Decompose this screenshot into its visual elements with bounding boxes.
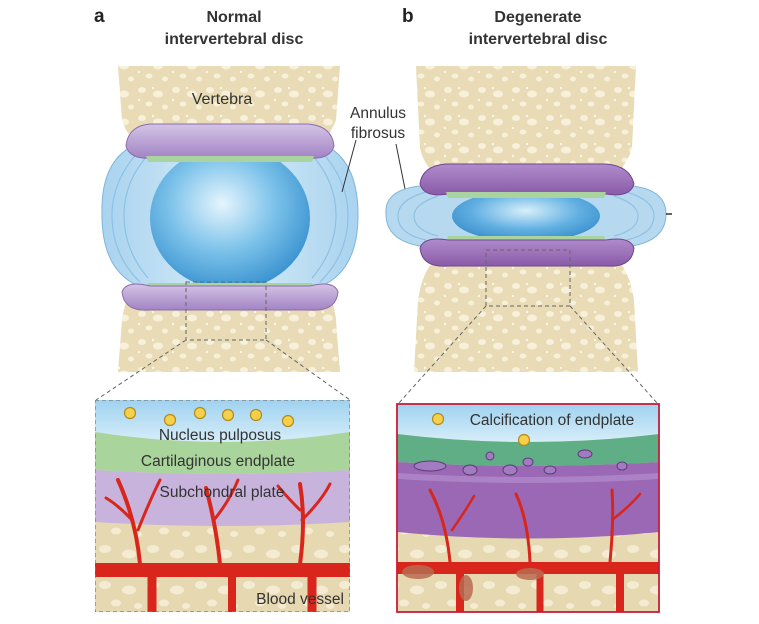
zoom-nucleus-a [95,400,350,442]
upper-endplate-b [419,163,635,196]
annulus-label-line1: Annulus [350,105,406,122]
panel-b-title-line1: Degenerate [494,9,581,26]
zoom-region-b [485,249,571,307]
annulus-lamellae-b [397,191,655,241]
nucleus-cells-a [123,406,295,428]
nucleus-pulposus-label: Nucleus pulposus [159,427,282,444]
cartilaginous-endplate-label: Cartilaginous endplate [141,453,295,470]
zoom-panel-b [397,404,659,612]
blood-vessel-label: Blood vessel [256,591,344,608]
upper-cartilage-a [146,156,314,162]
zoom-line-a-right [265,339,351,401]
panel-b-title-line2: intervertebral disc [469,31,608,48]
annulus-label-line2: fibrosus [351,125,406,142]
nucleus-pulposus-b [452,190,600,242]
calcification-label: Calcification of endplate [470,412,635,429]
nucleus-cells-b [431,412,531,447]
zoom-panel-a [95,400,350,612]
panel-b-letter: b [402,6,414,27]
upper-cartilage-b [446,192,606,198]
zoom-border-b [396,403,660,613]
lower-vertebra-b [414,258,638,372]
zoom-nucleus-b [397,404,659,442]
normal-disc: Vertebra [101,66,359,372]
vertebra-label: Vertebra [192,91,253,108]
lower-endplate-b [419,238,635,267]
zoom-vessels-a [95,478,350,612]
nucleus-pulposus-a [150,146,310,290]
panel-a-title-line1: Normal [206,9,261,26]
degenerate-disc [385,66,672,372]
lower-endplate-a [121,283,339,311]
zoom-region-a [185,281,267,341]
calcifications [413,449,628,476]
occluded-vessels [402,565,544,601]
annulus-pointer-a [341,139,357,193]
zoom-endplate-a [95,432,350,474]
subchondral-plate-label: Subchondral plate [160,484,285,501]
zoom-endplate-b [397,434,659,466]
annulus-lamellae-a [111,149,349,283]
panel-a-title-line2: intervertebral disc [165,31,304,48]
zoom-line-b-left [397,305,487,405]
panel-a-letter: a [94,6,105,27]
zoom-line-b-right [569,305,659,405]
upper-vertebra-b [416,66,636,176]
upper-endplate-a [125,123,335,159]
